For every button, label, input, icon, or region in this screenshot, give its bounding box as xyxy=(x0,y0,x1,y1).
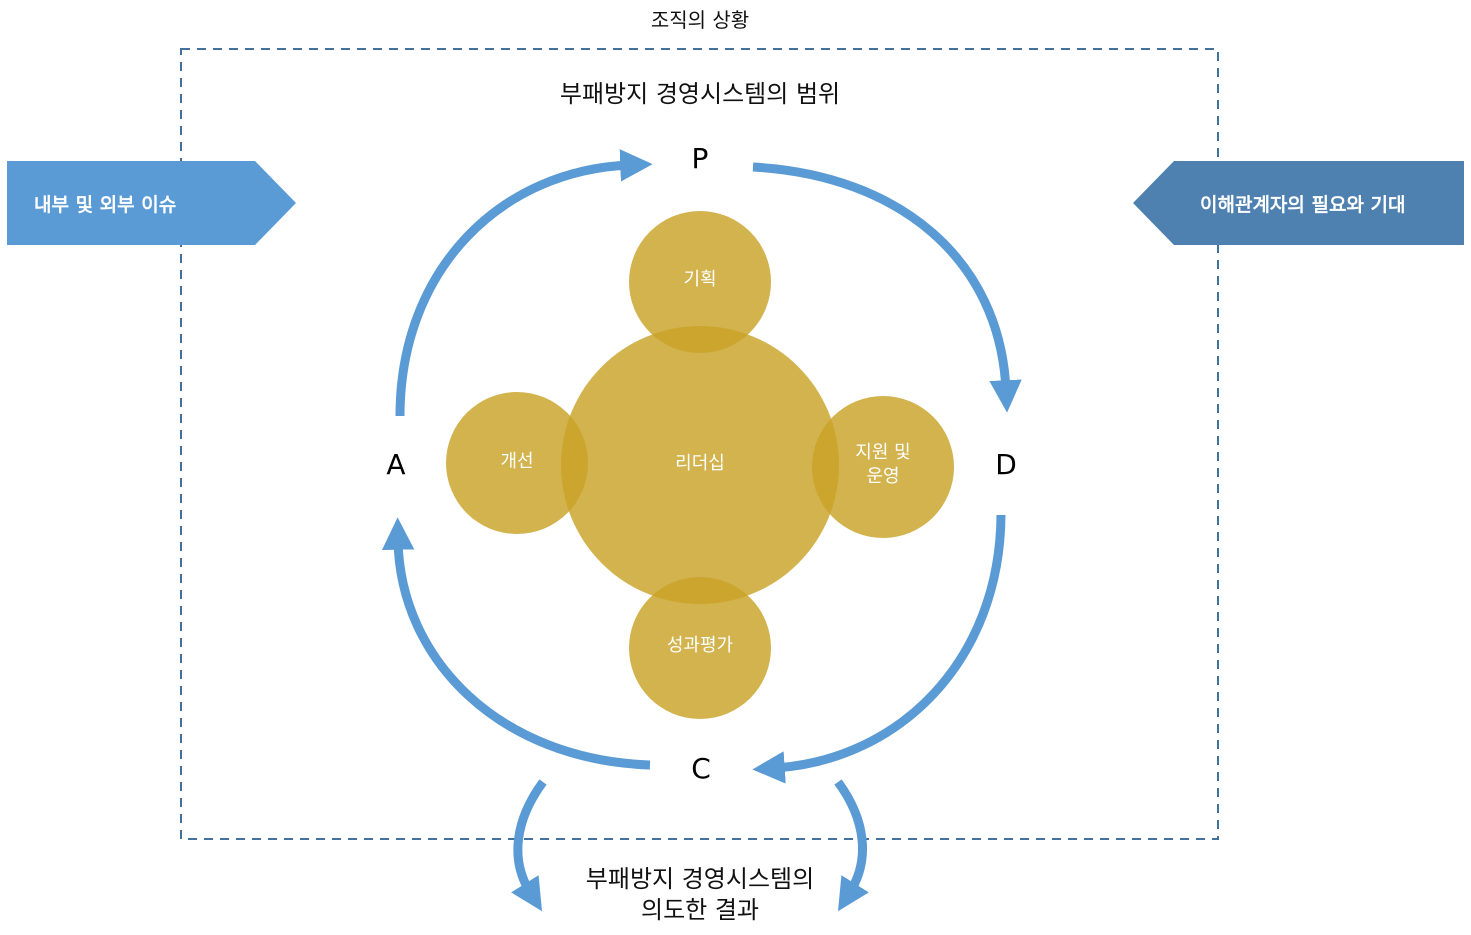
scope-border xyxy=(180,48,1219,840)
outcome-arrow-left xyxy=(511,779,547,912)
organization-context-label: 조직의 상황 xyxy=(650,8,750,32)
pdca-d-label: D xyxy=(995,448,1017,481)
pdca-a-label: A xyxy=(386,448,406,481)
scope-title: 부패방지 경영시스템의 범위 xyxy=(559,80,841,108)
right-input-label: 이해관계자의 필요와 기대 xyxy=(1200,194,1406,216)
performance-evaluation-label: 성과평가 xyxy=(666,635,734,656)
support-operation-circle xyxy=(812,396,954,538)
pdca-c-label: C xyxy=(691,752,711,785)
left-input-label: 내부 및 외부 이슈 xyxy=(34,194,177,216)
support-operation-label-line2: 운영 xyxy=(866,466,900,487)
intended-outcome-line2: 의도한 결과 xyxy=(640,896,760,924)
leadership-label: 리더십 xyxy=(675,453,725,474)
intended-outcome-line1: 부패방지 경영시스템의 xyxy=(585,865,815,893)
arrow-c-to-a xyxy=(381,517,651,770)
right-input-banner xyxy=(1133,161,1464,245)
performance-evaluation-circle xyxy=(629,577,771,719)
arrow-d-to-c xyxy=(752,514,1006,784)
support-operation-label: 지원 및 운영 xyxy=(813,441,953,489)
intended-outcome-label: 부패방지 경영시스템의 의도한 결과 xyxy=(500,864,900,926)
improvement-label: 개선 xyxy=(500,451,534,472)
arrow-p-to-d xyxy=(752,162,1022,413)
pdca-p-label: P xyxy=(691,142,709,175)
leadership-circle xyxy=(561,326,839,604)
support-operation-label-line1: 지원 및 xyxy=(855,442,911,463)
planning-label: 기획 xyxy=(683,269,717,290)
arrow-a-to-p xyxy=(395,149,653,417)
outcome-arrow-right xyxy=(834,779,869,912)
planning-circle xyxy=(629,211,771,353)
left-input-banner xyxy=(7,161,296,245)
improvement-circle xyxy=(446,392,588,534)
